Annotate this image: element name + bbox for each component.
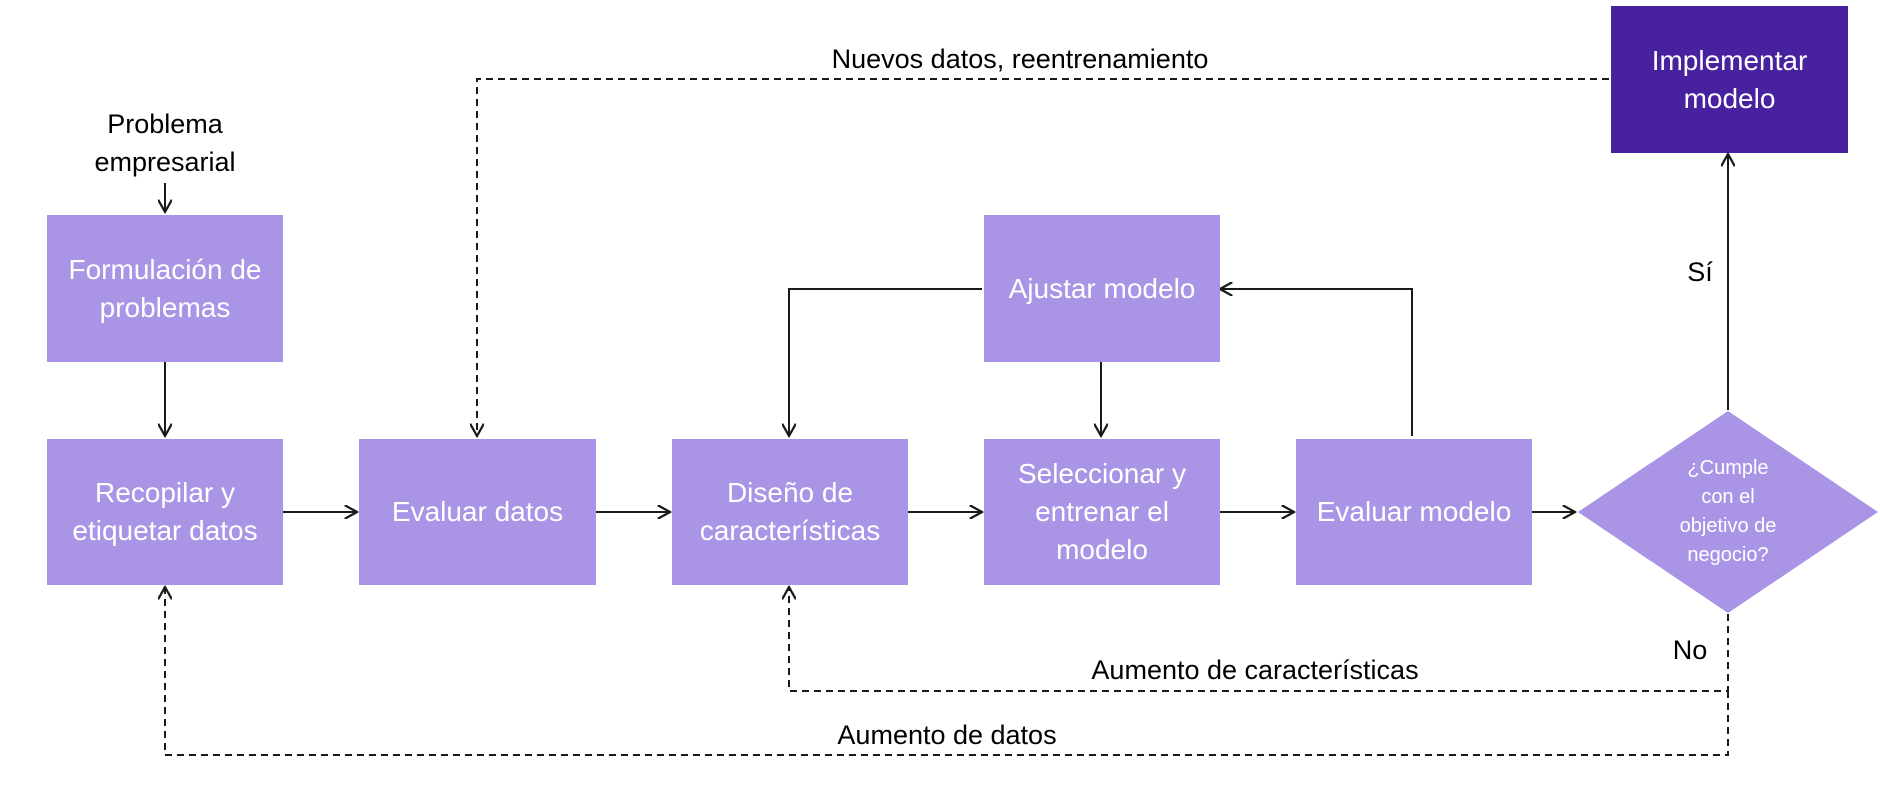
edge-label-retrain: Nuevos datos, reentrenamiento — [831, 44, 1209, 74]
dashed-data-augmentation-loop — [165, 587, 1729, 756]
arrow-evaluar-modelo-to-ajustar — [1220, 289, 1413, 436]
input-label-problema-empresarial: Problema empresarial — [94, 109, 236, 177]
node-ajustar: Ajustar modelo — [984, 215, 1220, 362]
edge-label-yes: Sí — [1687, 257, 1713, 287]
dashed-feature-augmentation-loop — [789, 587, 1729, 692]
node-seleccionar: Seleccionar y entrenar el modelo — [984, 439, 1220, 585]
node-diseno: Diseño de características — [672, 439, 908, 585]
dashed-retrain-loop — [477, 78, 1609, 436]
decision-diamond — [1578, 411, 1878, 613]
node-recopilar: Recopilar y etiquetar datos — [47, 439, 283, 585]
edge-label-data-augmentation: Aumento de datos — [837, 720, 1057, 750]
node-evaluar-datos: Evaluar datos — [359, 439, 596, 585]
edge-label-no: No — [1672, 635, 1708, 665]
decision-question-text: ¿Cumple con el objetivo de negocio? — [1679, 457, 1777, 566]
arrow-ajustar-to-diseno — [789, 288, 982, 436]
node-implementar: Implementar modelo — [1611, 6, 1848, 153]
node-formulacion: Formulación de problemas — [47, 215, 283, 362]
edge-label-feature-augmentation: Aumento de características — [1091, 655, 1419, 685]
node-evaluar-modelo: Evaluar modelo — [1296, 439, 1532, 585]
